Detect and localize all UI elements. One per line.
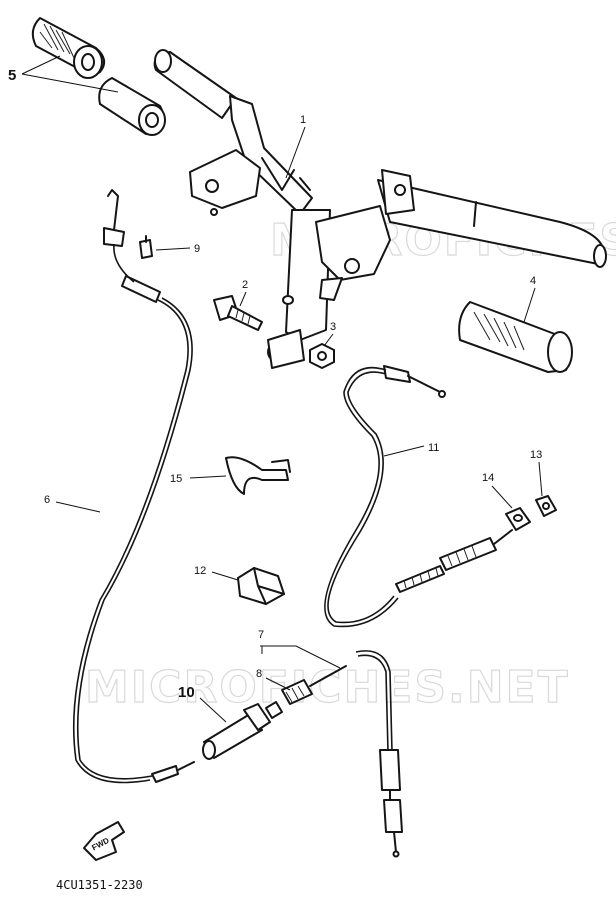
leader-13 [538, 461, 543, 497]
leader-5 [21, 55, 119, 93]
forward-arrow: FWD [83, 821, 125, 861]
callout-12: 12 [194, 565, 206, 577]
sleeve-part-10 [202, 703, 271, 760]
leader-4 [523, 287, 536, 323]
holder-part-12 [237, 567, 285, 605]
cable-part-11 [324, 365, 513, 628]
leader-3 [323, 333, 334, 347]
callout-10: 10 [178, 684, 195, 701]
callout-3: 3 [330, 321, 336, 333]
screw-part-9 [139, 235, 153, 259]
nut-part-3 [309, 343, 335, 369]
leader-1 [285, 126, 306, 179]
leader-9 [155, 247, 191, 251]
leader-14 [491, 485, 513, 509]
adjuster-part-14 [505, 507, 531, 531]
leader-6 [55, 501, 101, 513]
diagram-code: 4CU1351-2230 [56, 878, 143, 892]
leader-10 [199, 697, 227, 723]
handlebar-part-1 [153, 49, 607, 369]
callout-1: 1 [300, 114, 306, 126]
leader-15 [189, 475, 227, 479]
grip-part-5 [31, 17, 166, 136]
clip-part-15 [225, 456, 291, 495]
bolt-part-2 [213, 295, 263, 331]
adjuster-part-8 [265, 665, 347, 719]
callout-13: 13 [530, 449, 542, 461]
leader-8 [265, 677, 291, 691]
leader-11 [383, 445, 425, 457]
callout-4: 4 [530, 275, 536, 287]
leader-2 [239, 291, 247, 307]
callout-5: 5 [8, 67, 16, 84]
grip-part-4 [458, 301, 573, 373]
callout-14: 14 [482, 472, 494, 484]
callout-9: 9 [194, 243, 200, 255]
nut-part-13 [535, 495, 557, 517]
watermark-bottom: MICROFICHES.NET [85, 662, 570, 713]
leader-12 [211, 571, 239, 581]
callout-15: 15 [170, 473, 182, 485]
callout-11: 11 [428, 442, 439, 454]
cable-end-assembly [355, 650, 403, 858]
callout-2: 2 [242, 279, 248, 291]
callout-8: 8 [256, 668, 262, 680]
callout-7: 7 [258, 629, 264, 641]
callout-6: 6 [44, 494, 50, 506]
cable-part-6 [72, 189, 195, 784]
leader-7 [260, 645, 341, 669]
